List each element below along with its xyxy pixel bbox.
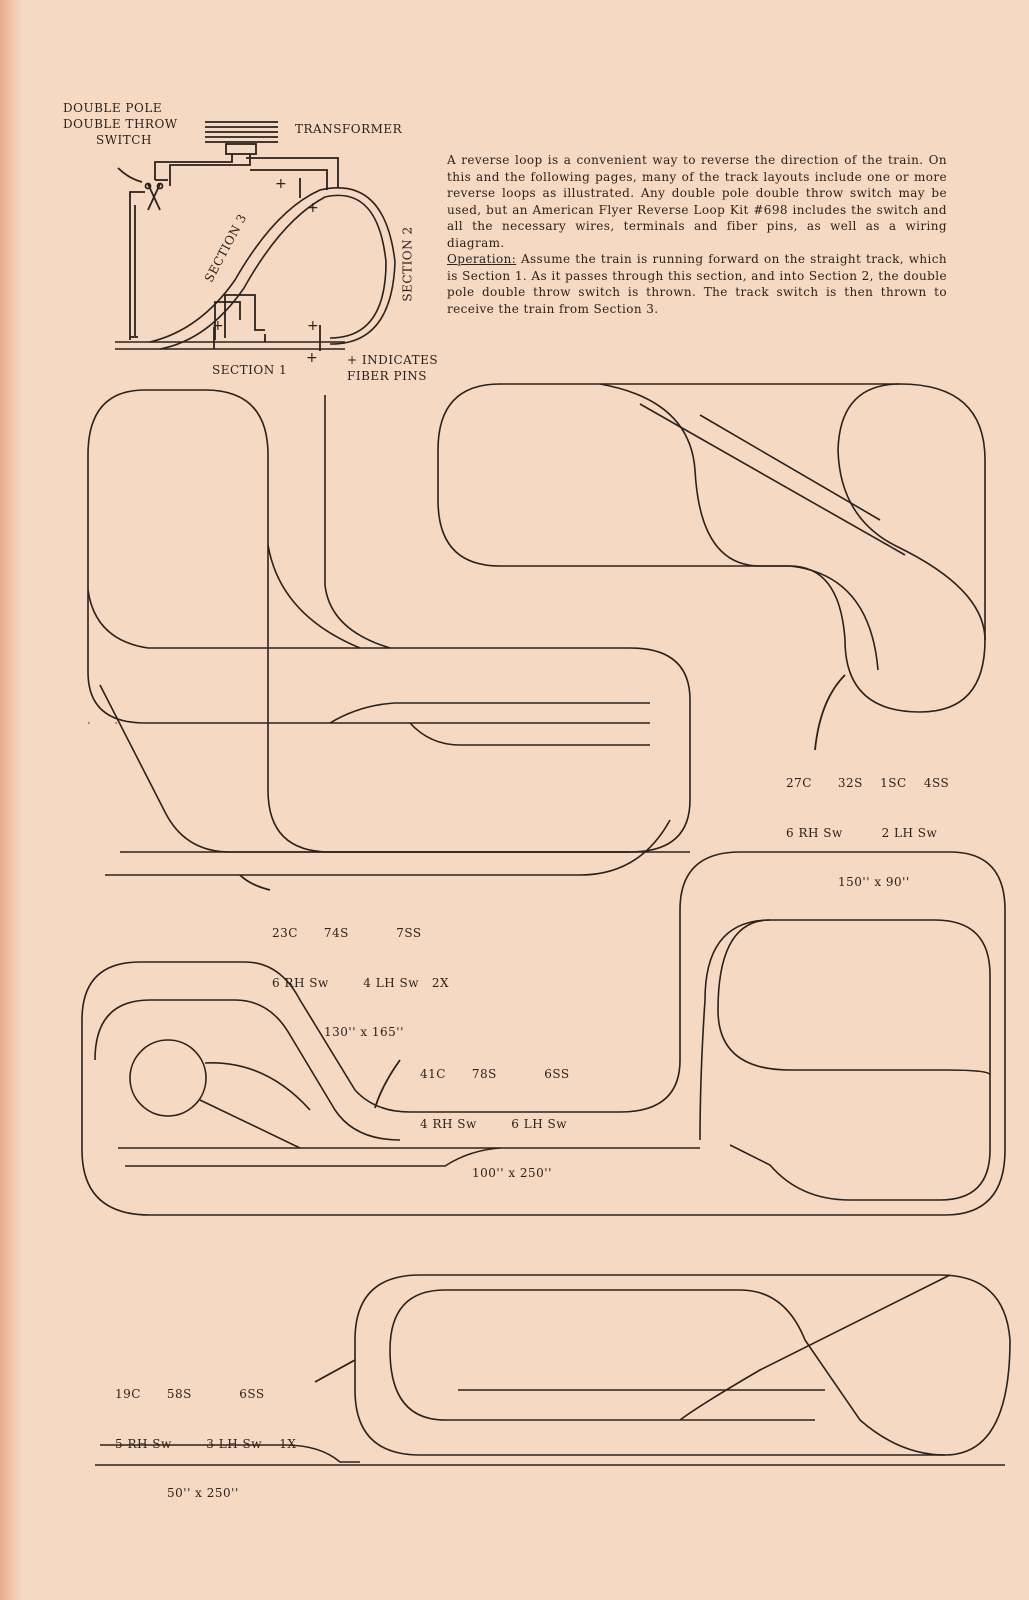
intro-paragraph: A reverse loop is a convenient way to re… bbox=[447, 153, 947, 250]
svg-text:+: + bbox=[212, 318, 224, 334]
layout-b-size: 150'' x 90'' bbox=[838, 875, 910, 889]
fiber-pins-line-2: FIBER PINS bbox=[347, 369, 428, 383]
transformer-icon bbox=[205, 121, 278, 155]
switch-label-line-1: DOUBLE POLE bbox=[63, 101, 163, 115]
svg-text:+: + bbox=[306, 350, 318, 366]
layout-d-parts: 19C 58S 6SS bbox=[115, 1387, 265, 1401]
operation-text: Assume the train is running forward on t… bbox=[447, 252, 947, 316]
layout-c-spec: 41C 78S 6SS 4 RH Sw 6 LH Sw 100'' x 250'… bbox=[420, 1033, 570, 1198]
fiber-pins-label: + INDICATES FIBER PINS bbox=[347, 352, 438, 384]
page-edge bbox=[0, 0, 22, 1600]
transformer-label: TRANSFORMER bbox=[295, 122, 403, 136]
svg-text:+: + bbox=[307, 318, 319, 334]
layout-b-diagram bbox=[437, 383, 986, 751]
layout-b-spec: 27C 32S 1SC 4SS 6 RH Sw 2 LH Sw 150'' x … bbox=[786, 742, 949, 907]
layout-c-size: 100'' x 250'' bbox=[472, 1166, 552, 1180]
layout-a-diagram bbox=[87, 389, 691, 891]
layout-c-parts: 41C 78S 6SS bbox=[420, 1067, 570, 1081]
layout-a-size: 130'' x 165'' bbox=[324, 1025, 404, 1039]
section-2-label: SECTION 2 bbox=[400, 226, 415, 302]
layout-a-spec: 23C 74S 7SS 6 RH Sw 4 LH Sw 2X 130'' x 1… bbox=[272, 892, 449, 1057]
switch-label-line-3: SWITCH bbox=[96, 133, 152, 147]
layout-d-spec: 19C 58S 6SS 5 RH Sw 3 LH Sw 1X 50'' x 25… bbox=[115, 1353, 296, 1518]
layout-a-switches: 6 RH Sw 4 LH Sw 2X bbox=[272, 975, 450, 990]
operation-label: Operation: bbox=[447, 252, 517, 266]
section-1-label: SECTION 1 bbox=[212, 363, 288, 377]
switch-label-line-2: DOUBLE THROW bbox=[63, 117, 178, 131]
layout-d-switches: 5 RH Sw 3 LH Sw 1X bbox=[115, 1436, 297, 1451]
wiring-diagram: + + + + + bbox=[115, 121, 396, 366]
fiber-pins-line-1: + INDICATES bbox=[347, 353, 439, 367]
turntable-circle bbox=[129, 1039, 207, 1117]
layout-b-parts: 27C 32S 1SC 4SS bbox=[786, 776, 950, 790]
layout-a-parts: 23C 74S 7SS bbox=[272, 926, 422, 940]
dpdt-switch-label: DOUBLE POLE DOUBLE THROW SWITCH bbox=[63, 100, 178, 148]
intro-text: A reverse loop is a convenient way to re… bbox=[447, 152, 947, 317]
layout-d-size: 50'' x 250'' bbox=[167, 1486, 239, 1500]
layout-d-diagram bbox=[95, 1274, 1011, 1466]
layout-c-diagram bbox=[81, 851, 1006, 1216]
svg-text:+: + bbox=[307, 200, 319, 216]
svg-text:+: + bbox=[275, 176, 287, 192]
layout-b-switches: 6 RH Sw 2 LH Sw bbox=[786, 825, 938, 840]
dpdt-switch-icon bbox=[144, 182, 164, 211]
layout-c-switches: 4 RH Sw 6 LH Sw bbox=[420, 1116, 567, 1131]
